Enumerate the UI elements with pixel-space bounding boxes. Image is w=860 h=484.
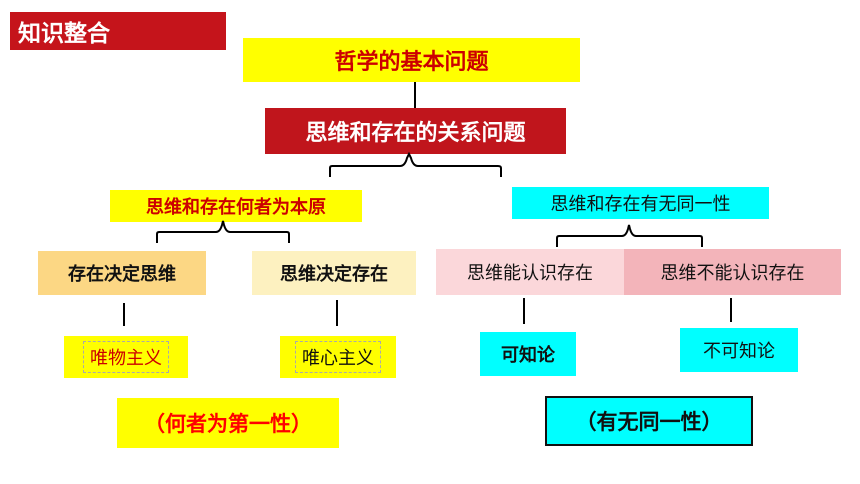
brace-right <box>556 224 703 247</box>
materialism-label: 唯物主义 <box>83 341 169 373</box>
origin-question-node: 思维和存在何者为本原 <box>110 190 362 222</box>
materialism-node: 唯物主义 <box>64 336 188 378</box>
right-summary-node: （有无同一性） <box>545 396 753 446</box>
idealism-label: 唯心主义 <box>295 341 381 373</box>
left-summary-node: （何者为第一性） <box>117 398 339 448</box>
brace-left <box>156 220 290 243</box>
option-existence-decides: 存在决定思维 <box>38 251 206 295</box>
agnosticism-opposite-node: 可知论 <box>480 332 576 376</box>
option-cannot-know: 思维不能认识存在 <box>624 249 841 295</box>
section-tag: 知识整合 <box>10 12 226 50</box>
idealism-node: 唯心主义 <box>280 336 396 378</box>
agnosticism-node: 不可知论 <box>680 328 798 372</box>
brace-relation <box>329 151 502 177</box>
relation-node: 思维和存在的关系问题 <box>265 108 566 154</box>
identity-question-node: 思维和存在有无同一性 <box>512 187 769 219</box>
option-can-know: 思维能认识存在 <box>436 249 624 295</box>
option-thought-decides: 思维决定存在 <box>252 251 416 295</box>
root-node: 哲学的基本问题 <box>243 38 580 82</box>
